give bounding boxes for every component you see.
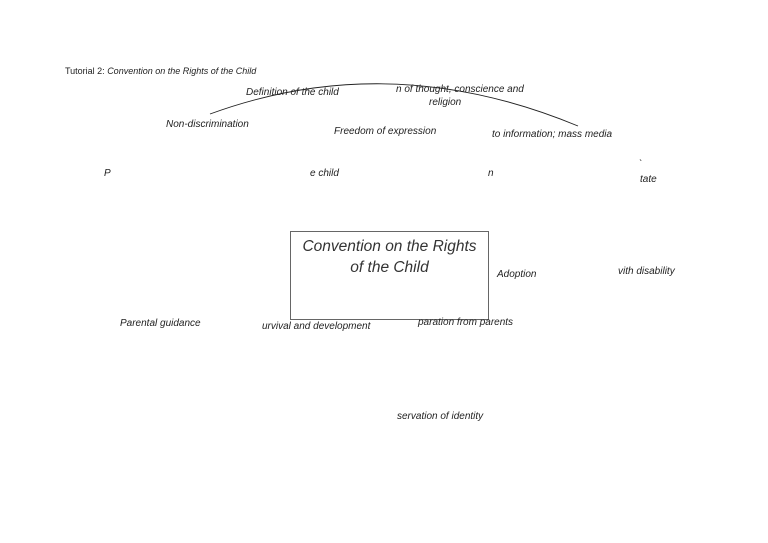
label-religion: religion xyxy=(429,97,462,108)
label-separation-from-parents: paration from parents xyxy=(418,317,514,328)
title-main: Convention on the Rights of the Child xyxy=(107,66,257,76)
label-children-with-disability: vith disability xyxy=(618,266,675,277)
page-title: Tutorial 2: Convention on the Rights of … xyxy=(65,66,256,76)
central-concept-box: Convention on the Rights of the Child xyxy=(290,231,489,320)
label-access-to-information: to information; mass media xyxy=(492,129,613,140)
label-non-discrimination: Non-discrimination xyxy=(166,119,249,130)
title-prefix: Tutorial 2: xyxy=(65,66,108,76)
label-fragment-p: P xyxy=(104,168,111,179)
central-concept-text: Convention on the Rights of the Child xyxy=(302,238,477,276)
label-fragment-state: tate xyxy=(640,174,657,185)
label-preservation-of-identity: servation of identity xyxy=(397,411,484,422)
label-parental-guidance: Parental guidance xyxy=(120,318,201,329)
connector-arc xyxy=(209,83,579,127)
label-freedom-of-thought: n of thought, conscience and xyxy=(396,84,524,95)
label-fragment-tick: ` xyxy=(639,159,643,170)
label-definition-of-child: Definition of the child xyxy=(246,87,339,98)
label-survival-and-development: urvival and development xyxy=(262,321,371,332)
label-fragment-n: n xyxy=(488,168,494,179)
label-freedom-of-expression: Freedom of expression xyxy=(334,126,437,137)
label-fragment-child: e child xyxy=(310,168,339,179)
label-adoption: Adoption xyxy=(497,269,537,280)
